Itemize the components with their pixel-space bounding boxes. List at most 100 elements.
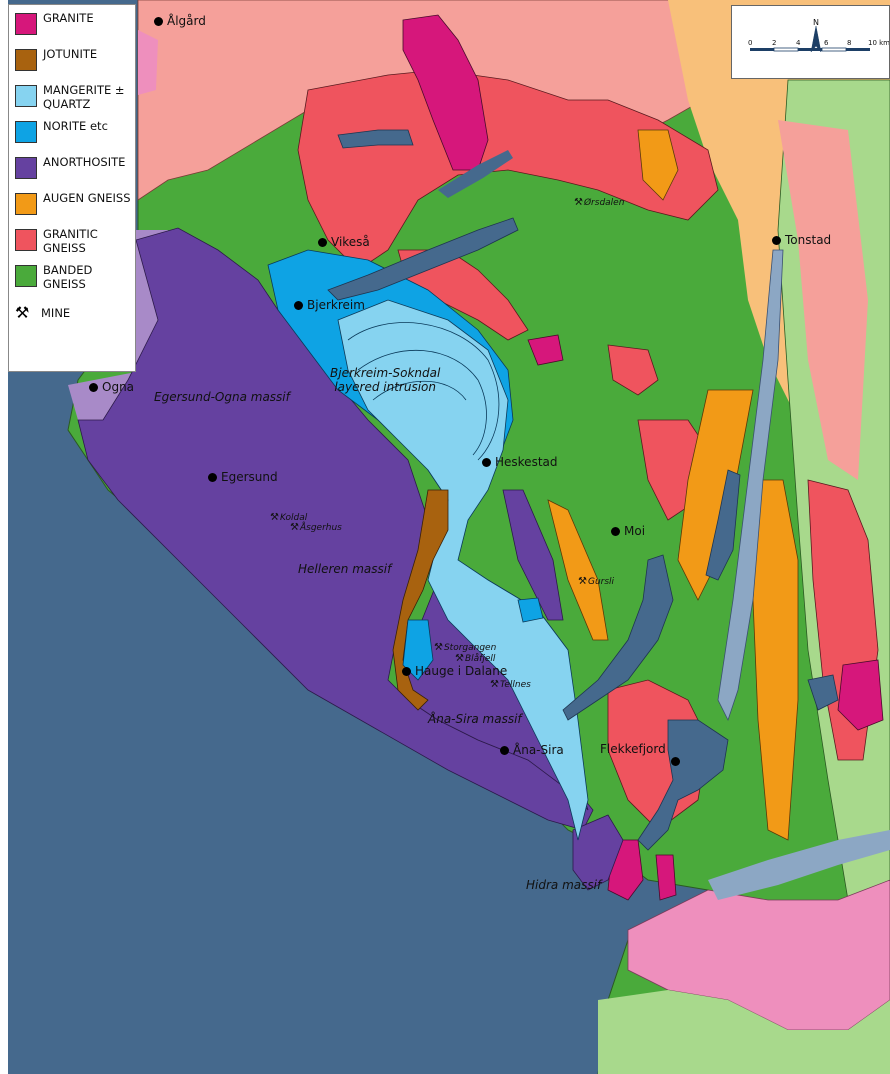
augen-gneiss-1 [677,389,754,601]
mine-orsdalen: ⚒Ørsdalen [574,197,624,208]
legend-swatch [15,121,37,143]
salmon-east [778,120,868,480]
scale-segment [750,48,774,51]
place-dot [402,666,411,676]
scale-segment [846,48,870,51]
legend-swatch [15,265,37,287]
legend-item-anorthosite: ANORTHOSITE [15,155,131,183]
north-arrow-icon [810,25,822,53]
legend-swatch [15,85,37,107]
augen-gneiss-3 [637,129,679,201]
scale-segment [798,48,822,51]
legend-label: MANGERITE ± QUARTZ [43,83,125,111]
legend-swatch [15,193,37,215]
legend-swatch [15,229,37,251]
place-dot [611,526,620,536]
place-label: Egersund [221,470,278,484]
scale-tick-label: 0 [748,39,752,47]
mine-label: Ørsdalen [583,198,625,208]
place-dot [89,382,98,392]
augen-gneiss-2 [752,479,799,841]
crossed-hammers-icon: ⚒ [574,197,583,208]
mine-koldal: ⚒Koldal [270,512,307,523]
scale-tick-label: 10 km [868,39,889,47]
norite-small [517,597,544,623]
scale-tick-label: 4 [796,39,801,47]
place-label: Ålgård [167,14,206,28]
granite-south-2 [655,854,677,901]
label-hidra-massif: Hidra massif [526,878,602,892]
layered-contour-1 [347,322,500,461]
place-dot [500,745,509,755]
lake-north-2 [337,129,414,149]
lake-east [807,674,839,711]
geological-map: Ålgård Vikeså Bjerkreim Ogna Egersund He… [8,0,890,1074]
place-label: Moi [624,524,646,538]
legend-item-banded-gneiss: BANDED GNEISS [15,263,131,291]
scale-segment [773,47,799,52]
place-label: Flekkefjord [600,742,666,756]
place-hauge-i-dalane: Hauge i Dalane [402,664,507,678]
place-dot [154,16,163,26]
scale-tick-label: 8 [847,39,851,47]
lilac-west [68,230,168,420]
legend-label: JOTUNITE [43,47,98,61]
jotunite-belt [392,489,449,711]
north-label: N [813,18,819,27]
scale-tick-label: 2 [772,39,776,47]
place-ogna: Ogna [89,380,134,394]
place-dot [482,457,491,467]
label-egersund-ogna-massif: Egersund-Ogna massif [154,390,290,404]
scale-bar: N 0 2 4 6 8 10 km [748,18,890,53]
mine-tellnes: ⚒Tellnes [490,679,531,690]
lake-north [438,150,513,198]
mine-gursli: ⚒Gursli [578,576,614,587]
legend-swatch [15,157,37,179]
place-dot [294,300,303,310]
crossed-hammers-icon: ⚒ [490,679,499,690]
anorthosite-hidra [572,814,624,891]
place-heskestad: Heskestad [482,455,558,469]
legend-item-mangerite: MANGERITE ± QUARTZ [15,83,131,111]
place-vikesa: Vikeså [318,235,370,249]
legend-item-mine: ⚒MINE [15,299,131,327]
crossed-hammers-icon: ⚒ [455,653,464,664]
anorthosite-ridge [502,489,564,621]
legend-label: BANDED GNEISS [43,263,93,291]
mine-label: Storgangen [443,643,497,653]
label-bjerkreim-line-2: layered intrusion [334,380,436,394]
label-helleren-massif: Helleren massif [298,562,392,576]
lake-lundevatn [562,554,674,721]
place-tonstad: Tonstad [772,233,831,247]
mine-label: Åsgerhus [299,523,342,533]
mine-label: Gursli [587,577,615,587]
scale-segment [821,47,847,52]
mine-blafjell: ⚒Blåfjell [455,653,495,664]
place-label: Hauge i Dalane [415,664,508,678]
place-dot-flekkefjord [671,757,680,766]
place-label: Heskestad [495,455,558,469]
pink-corner [138,30,158,95]
granitic-gneiss-north [297,69,719,271]
place-label: Åna-Sira [513,743,564,757]
mine-storgangen: ⚒Storgangen [434,642,496,653]
norite-hauge [402,619,434,681]
augen-gneiss-4 [547,499,609,641]
legend-label: GRANITE [43,11,94,25]
legend-label: ANORTHOSITE [43,155,126,169]
place-dot [772,235,781,245]
place-label: Ogna [102,380,135,394]
light-green-south [598,990,890,1074]
mine-label: Blåfjell [464,654,496,664]
lake-bjerkreim [327,217,519,301]
granite-center [527,334,564,366]
scale-tick-label: 6 [824,39,829,47]
legend-item-granite: GRANITE [15,11,131,39]
label-bjerkreim-line-1: Bjerkreim-Sokndal [330,366,441,380]
legend-item-granitic-gneiss: GRANITIC GNEISS [15,227,131,255]
place-label: Tonstad [785,233,832,247]
crossed-hammers-icon: ⚒ [434,642,443,653]
crossed-hammers-icon: ⚒ [290,522,299,533]
legend-swatch [15,49,37,71]
crossed-hammers-icon: ⚒ [578,576,587,587]
